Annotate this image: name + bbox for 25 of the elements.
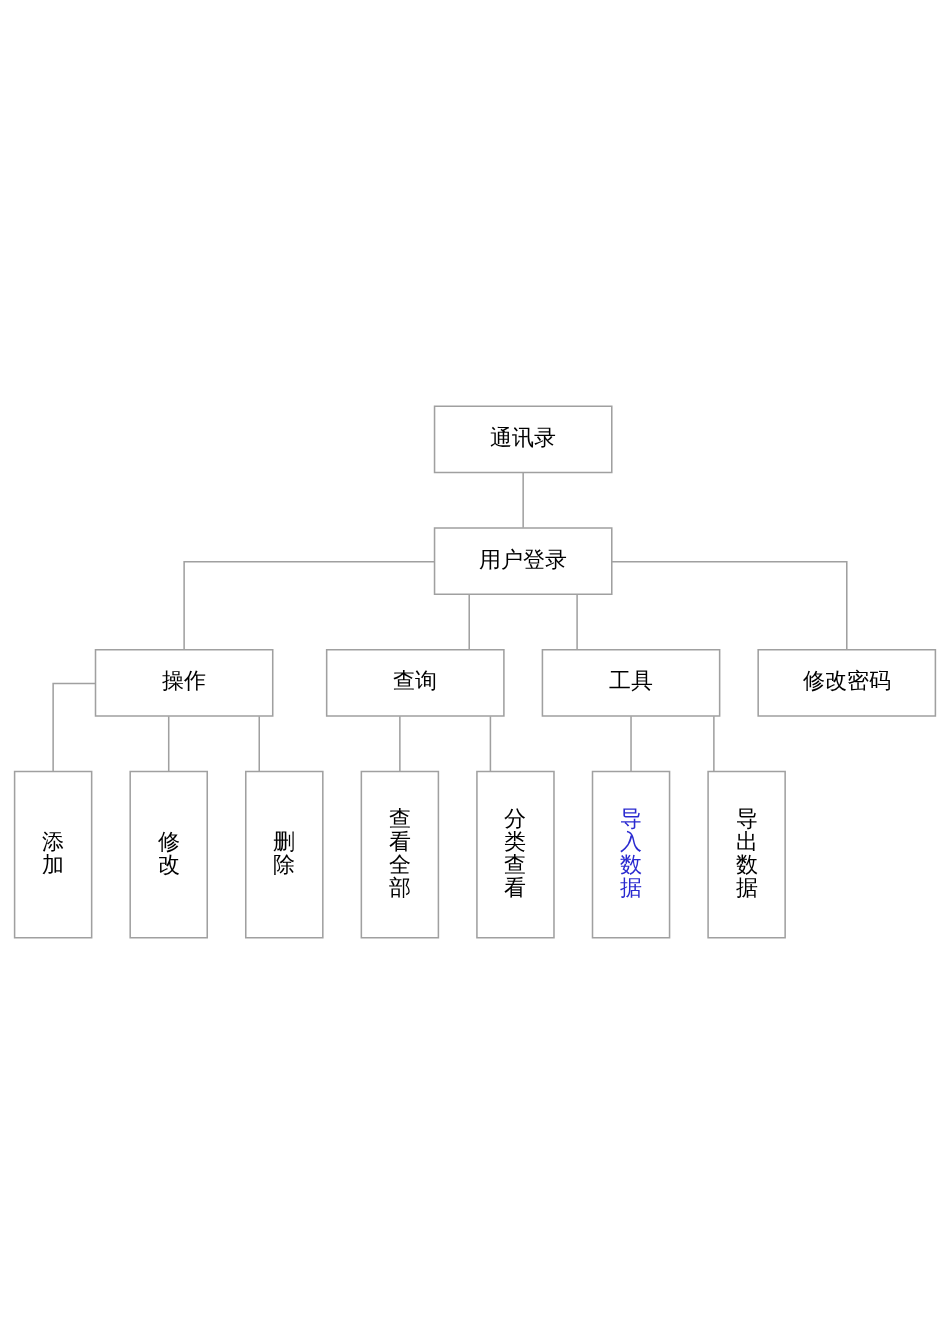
connector bbox=[258, 715, 260, 773]
node-box: 添加 bbox=[13, 770, 93, 939]
node-box: 删除 bbox=[245, 770, 324, 939]
node-box: 查询 bbox=[325, 648, 505, 717]
connector bbox=[611, 561, 848, 650]
node-box: 修改 bbox=[129, 770, 208, 939]
node-box: 导出数据 bbox=[707, 770, 786, 939]
node-box: 工具 bbox=[541, 648, 721, 717]
connector bbox=[576, 593, 578, 651]
connector bbox=[399, 715, 401, 773]
node-box: 分类查看 bbox=[476, 770, 555, 939]
node-box: 导入数据 bbox=[591, 770, 671, 939]
node-box: 查看全部 bbox=[360, 770, 440, 939]
node-box: 用户登录 bbox=[433, 527, 613, 595]
connector bbox=[713, 715, 715, 773]
connector bbox=[52, 682, 97, 772]
connector bbox=[183, 561, 436, 650]
connector bbox=[630, 715, 632, 773]
connector bbox=[522, 471, 524, 529]
connector bbox=[489, 715, 492, 773]
connector bbox=[167, 715, 170, 773]
connector bbox=[468, 593, 470, 651]
node-box: 通讯录 bbox=[433, 405, 613, 474]
node-box: 操作 bbox=[94, 648, 274, 717]
node-box: 修改密码 bbox=[757, 648, 937, 717]
